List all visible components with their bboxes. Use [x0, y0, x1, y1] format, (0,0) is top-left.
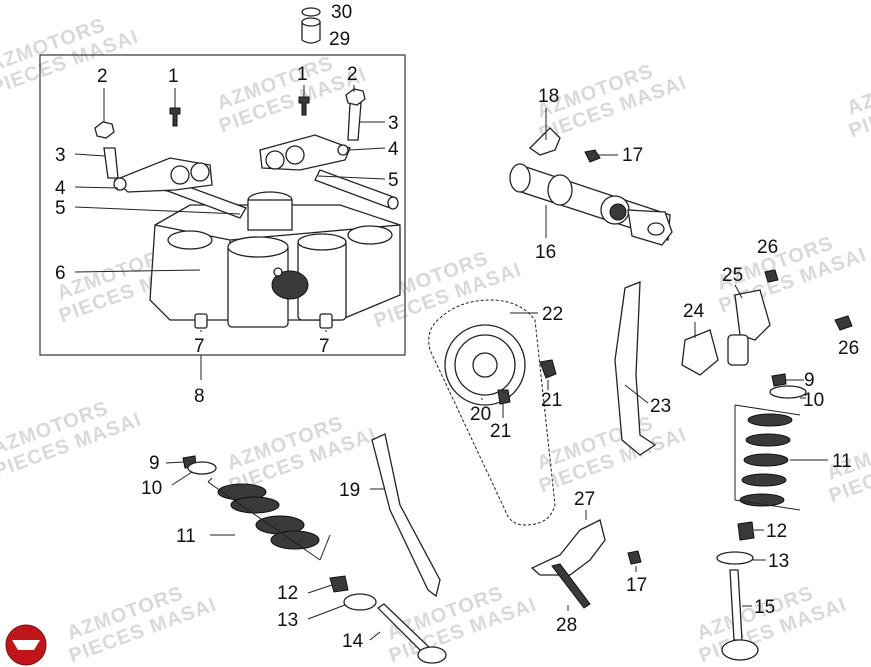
rocker-arm-part-4-right	[259, 134, 351, 171]
leader-lines	[74, 85, 828, 641]
brand-logo	[5, 624, 47, 666]
callout-29: 29	[329, 29, 350, 50]
bracket-part-27	[530, 519, 606, 576]
watermark: AZMOTORS PIECES MASAI	[384, 582, 539, 667]
seal-part-12-left	[329, 575, 349, 593]
callout-28: 28	[556, 615, 577, 636]
callout-16: 16	[535, 242, 556, 263]
callout-7: 7	[319, 336, 330, 357]
callout-2: 2	[97, 66, 108, 87]
watermark: AZMOTORS PIECES MASAI	[694, 582, 849, 667]
callout-2: 2	[347, 64, 358, 85]
svg-text:AZMOTORS: AZMOTORS	[844, 57, 871, 119]
cotter-part-9-right	[771, 373, 787, 387]
callout-4: 4	[55, 178, 66, 199]
callout-10: 10	[803, 390, 824, 411]
callout-3: 3	[388, 113, 399, 134]
bolt-part-21-left	[497, 389, 511, 405]
bolt-part-26-top	[764, 269, 779, 283]
bolt-part-26-right	[834, 315, 853, 331]
oring-part-30	[301, 7, 321, 17]
callout-23: 23	[650, 396, 671, 417]
valve-part-15	[721, 569, 759, 661]
callout-4: 4	[388, 139, 399, 160]
cam-chain-part-22	[428, 299, 556, 526]
callout-5: 5	[55, 198, 66, 219]
rocker-arm-part-4-left	[113, 157, 213, 193]
callout-24: 24	[683, 301, 705, 322]
callout-22: 22	[542, 304, 563, 325]
callout-30: 30	[331, 2, 352, 23]
callout-26: 26	[838, 338, 859, 359]
bolt-part-21-right	[539, 359, 557, 379]
callout-labels: 30 29 2 1 1 2 3 3 4 4 5 5 6 7 7 8 18 17 …	[55, 2, 859, 652]
callout-26: 26	[757, 237, 778, 258]
callout-9: 9	[149, 453, 160, 474]
chain-guide-part-23	[614, 281, 657, 456]
dowel-part-7-left	[194, 313, 208, 329]
adjuster-screw-part-3-left	[103, 147, 119, 179]
callout-13: 13	[277, 610, 298, 631]
callout-5: 5	[388, 170, 399, 191]
bolt-part-1-left	[169, 107, 181, 127]
camshaft-part-16	[509, 163, 673, 246]
rocker-shaft-part-5-right	[314, 169, 399, 210]
retainer-part-10-right	[769, 385, 807, 399]
callout-7: 7	[194, 336, 205, 357]
valve-part-14	[376, 603, 447, 664]
seal-part-12-right	[737, 521, 755, 541]
callout-6: 6	[55, 263, 66, 284]
watermark: AZMOTORS PIECES MASAI	[64, 582, 219, 667]
callout-19: 19	[339, 480, 360, 501]
callout-20: 20	[470, 404, 491, 425]
callout-10: 10	[141, 478, 162, 499]
watermark: AZMOTORS PIECES MASAI	[0, 14, 142, 99]
callout-17: 17	[626, 575, 647, 596]
callout-13: 13	[768, 551, 789, 572]
callout-15: 15	[754, 597, 775, 618]
callout-8: 8	[194, 386, 205, 407]
sleeve-part-29	[301, 17, 321, 44]
callout-12: 12	[766, 521, 787, 542]
callout-9: 9	[804, 370, 815, 391]
bolt-part-17-top	[584, 149, 601, 163]
seat-part-13-left	[343, 593, 377, 611]
chain-guide-part-19	[371, 433, 441, 598]
spring-part-11-left	[217, 483, 320, 550]
watermark: AZMOTORS PIECES MASAI	[214, 52, 369, 137]
callout-11: 11	[176, 526, 196, 547]
plate-part-18	[528, 127, 561, 156]
callout-12: 12	[277, 583, 298, 604]
bolt-part-28	[551, 563, 591, 609]
callout-14: 14	[342, 631, 364, 652]
callout-1: 1	[168, 66, 179, 87]
watermark: AZMOTORS PIECES MASAI	[844, 57, 871, 142]
dowel-part-7-right	[319, 313, 333, 329]
callout-18: 18	[538, 86, 559, 107]
watermark: AZMOTORS PIECES MASAI	[0, 397, 145, 482]
callout-11: 11	[832, 451, 852, 472]
callout-1: 1	[297, 64, 308, 85]
rocker-assembly-frame	[39, 54, 406, 356]
gasket-part-24	[681, 329, 719, 376]
adjuster-screw-part-3-right	[347, 102, 362, 141]
callout-3: 3	[55, 145, 66, 166]
callout-25: 25	[722, 265, 743, 286]
callout-21: 21	[490, 421, 511, 442]
tensioner-part-25	[727, 289, 771, 366]
callout-21: 21	[541, 390, 562, 411]
retainer-part-10-left	[187, 461, 217, 475]
callout-27: 27	[574, 489, 595, 510]
sprocket-part-20	[444, 324, 526, 406]
bolt-part-1-right	[298, 96, 310, 116]
callout-17: 17	[622, 145, 643, 166]
bolt-part-17-bottom	[627, 550, 642, 565]
nut-part-2-left	[94, 121, 115, 139]
spring-part-11-right	[739, 413, 793, 507]
watermark: AZMOTORS PIECES MASAI	[534, 412, 689, 497]
rocker-holder-part-6	[149, 191, 401, 328]
seat-part-13-right	[716, 551, 754, 565]
